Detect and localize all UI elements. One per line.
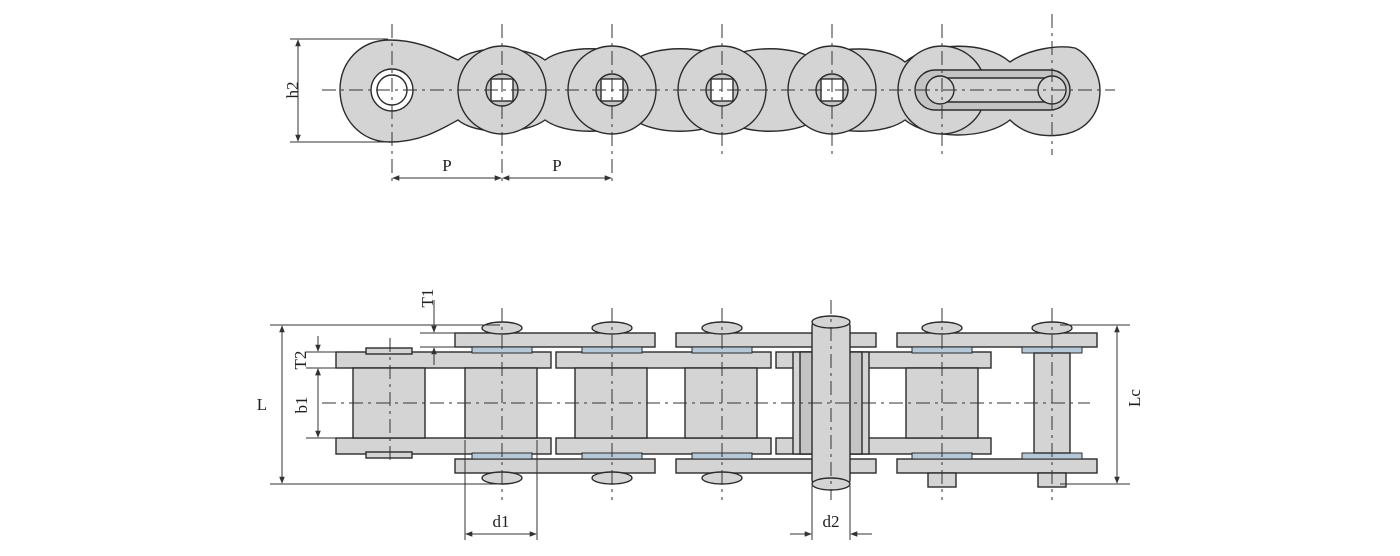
t1-dimension: T1 (418, 289, 470, 365)
chain-top-view: T1 T2 b1 L Lc (257, 289, 1144, 540)
roller-cap (365, 451, 413, 459)
outer-plate (896, 332, 1098, 348)
pitch-dimension: P P (392, 156, 612, 181)
d1-dimension: d1 (464, 440, 538, 540)
lc-label: Lc (1125, 389, 1144, 407)
outer-plate (896, 458, 1098, 474)
lc-dimension: Lc (1060, 324, 1144, 485)
outer-plate (454, 458, 656, 474)
h2-dimension: h2 (283, 38, 388, 143)
d2-label: d2 (823, 512, 840, 531)
roller (464, 367, 538, 439)
h2-label: h2 (283, 82, 302, 99)
l-label: L (257, 395, 267, 414)
b1-dimension: b1 (292, 368, 345, 439)
l-dimension: L (257, 324, 500, 485)
b1-label: b1 (292, 397, 311, 414)
roller-cap (365, 347, 413, 355)
outer-plate (454, 332, 656, 348)
t2-label: T2 (291, 351, 310, 370)
pitch-label: P (552, 156, 561, 175)
d2-dimension: d2 (790, 486, 872, 540)
pitch-label: P (442, 156, 451, 175)
pin-heads-bottom (481, 471, 1067, 488)
connecting-link-clip (914, 69, 1071, 111)
d1-label: d1 (493, 512, 510, 531)
inner-plate (335, 351, 552, 369)
inner-plate (555, 437, 772, 455)
pin-heads-top (481, 321, 1073, 335)
inner-plate (555, 351, 772, 369)
t1-label: T1 (418, 289, 437, 308)
chain-side-view: h2 P P (283, 14, 1115, 186)
